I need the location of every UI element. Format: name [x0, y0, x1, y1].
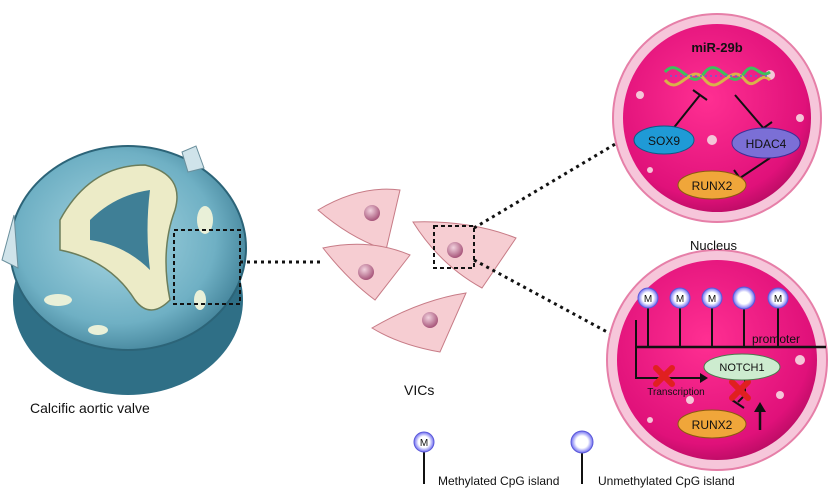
cpg-mark: M [676, 294, 684, 305]
nuclear-pore [636, 91, 644, 99]
methylated-cpg-icon [637, 287, 659, 309]
valve-tab-right [181, 145, 205, 173]
valve-tab-left [1, 214, 19, 269]
runx2-label: RUNX2 [692, 179, 733, 193]
cpg-mark: M [644, 294, 652, 305]
nuclear-pore [707, 135, 717, 145]
inhibit-cross-icon [653, 365, 675, 387]
unmethylated-cpg-icon [570, 430, 594, 454]
runx2-node [677, 170, 747, 200]
nuclear-pore [647, 167, 653, 173]
nucleus-bottom [606, 249, 828, 471]
zoom-line-to-nucleus-bottom [473, 258, 623, 342]
vic-cells [317, 188, 517, 353]
notch1-node [703, 353, 781, 381]
methylated-cpg-icon [767, 287, 789, 309]
vic-cell [371, 292, 467, 353]
nuclear-pore [776, 391, 784, 399]
runx2-label: RUNX2 [692, 418, 733, 432]
vic-cell [317, 188, 401, 251]
calcium-nodule [88, 325, 108, 335]
cpg-mark: M [774, 294, 782, 305]
inhibition-arrow-hdac4-runx2 [739, 157, 771, 179]
transcription-start-arrow [635, 320, 700, 379]
cell-zoom-box [433, 225, 475, 269]
legend-methylated-mark: M [420, 438, 428, 449]
vic-cell [412, 221, 517, 289]
transcription-label: Transcription [647, 387, 704, 398]
valve-orifice [90, 190, 150, 270]
vic-cell-nucleus [447, 242, 463, 258]
inhibition-arrow-mir-hdac4 [734, 94, 766, 131]
calcium-nodule [194, 290, 206, 310]
nucleus-top [612, 13, 822, 223]
nucleus-label: Nucleus [690, 238, 737, 253]
nuclear-pore [795, 355, 805, 365]
sox9-node [633, 125, 695, 155]
calcium-nodule [44, 294, 72, 306]
vics-label: VICs [404, 382, 435, 398]
methylated-cpg-icon [413, 431, 435, 453]
dna-helix-icon [663, 66, 772, 87]
zoom-line-to-nucleus-top [473, 138, 623, 230]
legend-unmethylated-label: Unmethylated CpG island [598, 474, 735, 488]
methylated-cpg-icon [701, 287, 723, 309]
legend: M [413, 430, 594, 484]
methylated-cpg-icon [669, 287, 691, 309]
inhibit-cross-icon [729, 379, 751, 401]
inhibition-arrow-mir-sox9 [671, 94, 701, 131]
promoter-label: promoter [752, 332, 800, 346]
hdac4-label: HDAC4 [746, 137, 787, 151]
notch1-label: NOTCH1 [719, 362, 764, 374]
aortic-valve-illustration [1, 145, 247, 395]
cpg-mark: M [708, 294, 716, 305]
vic-cell-nucleus [358, 264, 374, 280]
hdac4-node [731, 127, 801, 159]
legend-methylated-label: Methylated CpG island [438, 474, 560, 488]
nuclear-pore [796, 114, 804, 122]
calcium-nodule [197, 206, 213, 234]
valve-label: Calcific aortic valve [30, 400, 150, 416]
mirna-label: miR-29b [691, 40, 742, 55]
nuclear-pore [686, 396, 694, 404]
runx2-node [677, 409, 747, 439]
vic-cell-nucleus [364, 205, 380, 221]
cpg-island-row: M M M M [637, 286, 789, 347]
vic-cell-nucleus [422, 312, 438, 328]
nucleoplasm [623, 24, 811, 212]
unmethylated-cpg-icon [732, 286, 756, 310]
sox9-label: SOX9 [648, 134, 680, 148]
nuclear-pore [647, 417, 653, 423]
